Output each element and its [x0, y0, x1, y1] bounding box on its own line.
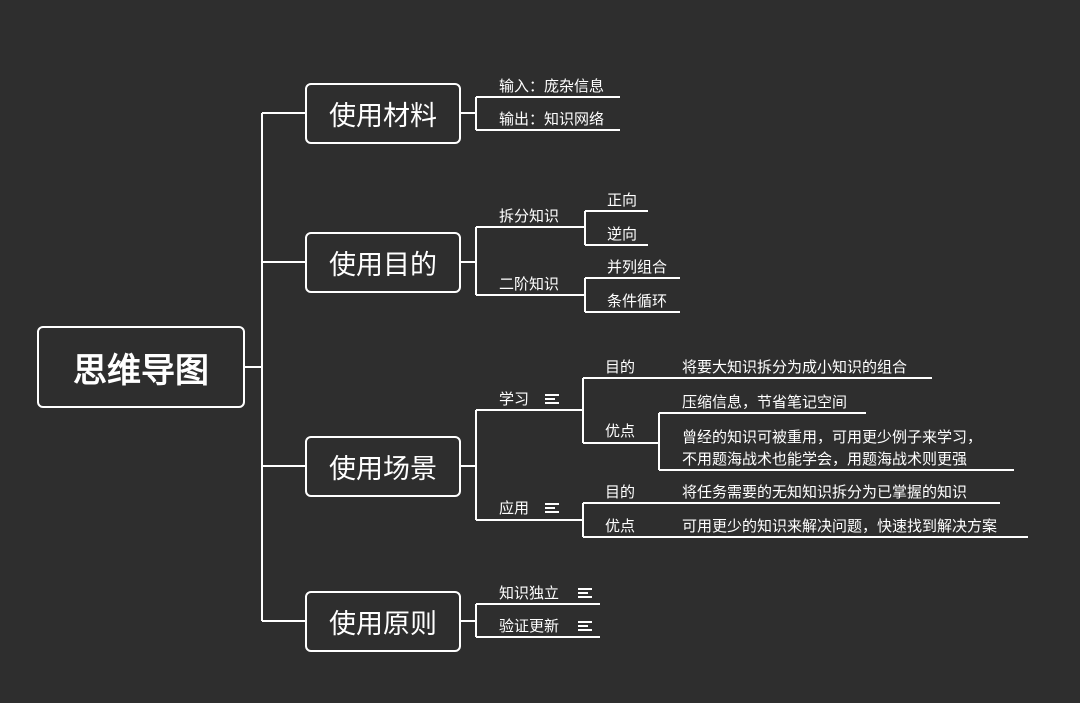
node-split-knowledge[interactable]: 拆分知识	[499, 207, 560, 225]
node-learning[interactable]: 学习	[499, 390, 530, 408]
branch-purpose[interactable]: 使用目的	[305, 232, 461, 293]
node-app-goal-label[interactable]: 目的	[605, 483, 636, 501]
node-verify-update[interactable]: 验证更新	[499, 617, 560, 635]
node-learning-goal[interactable]: 将要大知识拆分为成小知识的组合	[682, 358, 908, 376]
node-knowledge-independent[interactable]: 知识独立	[499, 584, 560, 602]
node-reverse[interactable]: 逆向	[607, 225, 638, 243]
node-learning-goal-label[interactable]: 目的	[605, 358, 636, 376]
node-condition-loop[interactable]: 条件循环	[607, 292, 668, 310]
node-app-adv[interactable]: 可用更少的知识来解决问题，快速找到解决方案	[682, 517, 998, 535]
node-input[interactable]: 输入：庞杂信息	[499, 77, 605, 95]
node-application[interactable]: 应用	[499, 499, 530, 517]
node-learning-adv-1[interactable]: 压缩信息，节省笔记空间	[682, 393, 848, 411]
node-learning-adv-2-line1[interactable]: 曾经的知识可被重用，可用更少例子来学习，	[682, 428, 983, 446]
node-learning-adv-2-line2[interactable]: 不用题海战术也能学会，用题海战术则更强	[682, 450, 968, 468]
branch-principles-label: 使用原则	[329, 609, 437, 640]
root-label: 思维导图	[73, 350, 209, 391]
notes-icon[interactable]	[578, 588, 592, 599]
branch-purpose-label: 使用目的	[329, 250, 437, 281]
node-output[interactable]: 输出：知识网络	[499, 110, 605, 128]
notes-icon[interactable]	[578, 621, 592, 632]
node-app-goal[interactable]: 将任务需要的无知知识拆分为已掌握的知识	[682, 483, 968, 501]
node-second-order[interactable]: 二阶知识	[499, 275, 560, 293]
notes-icon[interactable]	[545, 394, 559, 405]
node-learning-adv-label[interactable]: 优点	[605, 422, 636, 440]
branch-materials[interactable]: 使用材料	[305, 83, 461, 144]
root-node[interactable]: 思维导图	[37, 326, 245, 408]
node-parallel-combo[interactable]: 并列组合	[607, 258, 668, 276]
notes-icon[interactable]	[545, 503, 559, 514]
branch-scenario-label: 使用场景	[329, 454, 437, 485]
node-app-adv-label[interactable]: 优点	[605, 517, 636, 535]
node-forward[interactable]: 正向	[607, 191, 638, 209]
branch-scenario[interactable]: 使用场景	[305, 436, 461, 497]
branch-principles[interactable]: 使用原则	[305, 591, 461, 652]
branch-materials-label: 使用材料	[329, 101, 437, 132]
